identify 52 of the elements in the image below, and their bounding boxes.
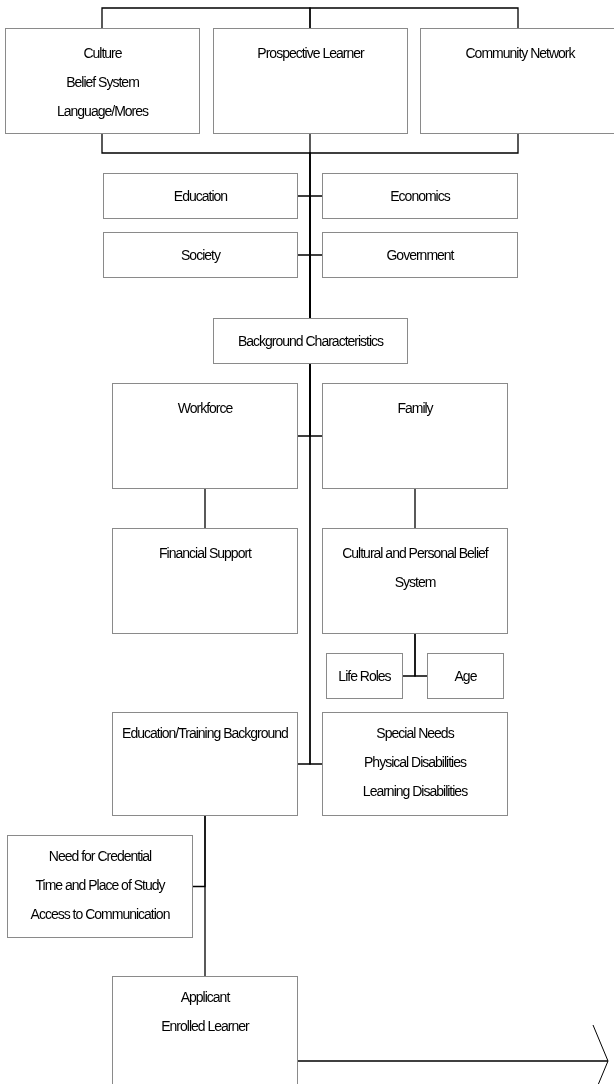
text-box: [5, 28, 200, 134]
text-box: [420, 28, 614, 134]
text-box: [326, 653, 403, 699]
connector-line: [309, 363, 323, 765]
arrow: [297, 1024, 609, 1084]
text-box: [103, 173, 298, 219]
box-label: Enrolled Learner: [161, 1017, 249, 1036]
text-box: [322, 712, 508, 816]
text-box: [112, 976, 298, 1084]
text-box: [322, 173, 518, 219]
box-label: Learning Disabilities: [362, 782, 468, 801]
connector-line: [101, 7, 311, 29]
text-box: [7, 835, 193, 938]
box-label: Life Roles: [338, 666, 391, 686]
connector-line: [414, 488, 416, 529]
box-label: Access to Communication: [30, 905, 170, 924]
box-label: Economics: [390, 186, 450, 206]
connector-line: [204, 815, 206, 977]
text-box: [112, 528, 298, 634]
box-label: Education: [173, 186, 228, 206]
box-label: Society: [181, 245, 220, 265]
box-label: Language/Mores: [56, 102, 149, 121]
box-label: Age: [454, 666, 477, 686]
box-label: Background Characteristics: [237, 331, 384, 351]
box-label: Physical Disabilities: [364, 753, 466, 772]
box-label: Time and Place of Study: [35, 876, 165, 895]
text-box: [322, 383, 508, 489]
box-label: Cultural and Personal Belief System: [341, 544, 490, 592]
text-box: [112, 712, 298, 816]
box-label: Culture: [83, 44, 122, 63]
box-label: Financial Support: [159, 544, 251, 563]
text-box: [427, 653, 504, 699]
text-box: [322, 528, 508, 634]
box-label: Education/Training Background: [122, 724, 288, 743]
text-box: [112, 383, 298, 489]
box-label: Special Needs: [376, 724, 454, 743]
text-box: [322, 232, 518, 278]
box-label: Community Network: [465, 44, 575, 63]
text-box: [213, 28, 408, 134]
connector-line: [204, 488, 206, 529]
box-label: Need for Credential: [48, 847, 152, 866]
box-label: Applicant: [180, 988, 230, 1007]
text-box: [103, 232, 298, 278]
box-label: Prospective Learner: [257, 44, 364, 63]
box-label: Workforce: [177, 399, 233, 418]
connector-line: [309, 254, 323, 319]
connector-line: [414, 633, 428, 677]
text-box: [213, 318, 408, 364]
box-label: Government: [386, 245, 454, 265]
connector-line: [309, 7, 519, 29]
box-label: Belief System: [66, 73, 139, 92]
box-label: Family: [397, 399, 433, 418]
